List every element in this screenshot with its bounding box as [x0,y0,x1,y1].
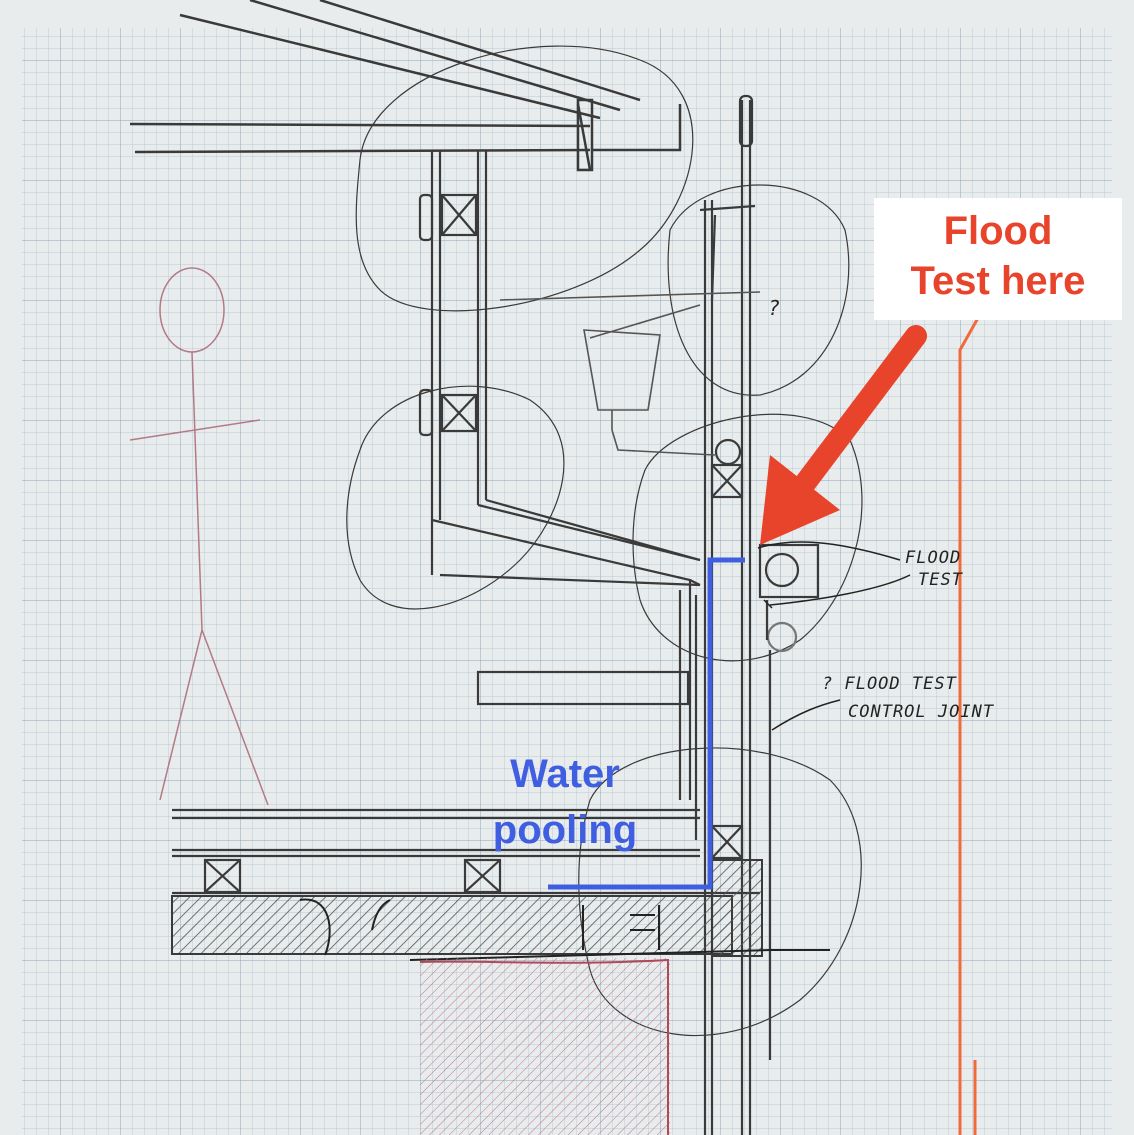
gutter-detail [499,291,761,456]
water-pooling-label-2: pooling [492,808,638,852]
note-question-mark: ? [768,296,782,320]
stick-figure [129,267,269,806]
concrete-slab [171,895,733,955]
red-pencil-ground [419,958,670,1135]
note-flood-test-line-1: FLOOD [905,548,962,568]
note-flood-joint-line-2: CONTROL JOINT [848,702,995,722]
slab-edge-block [711,859,763,957]
orange-marks [958,317,980,1135]
roof-lines [129,0,682,172]
flood-arrow-icon [760,325,927,545]
callout-line-2: Test here [910,259,1086,303]
callout-line-1: Flood [943,209,1053,253]
water-pooling-line [548,557,745,890]
flood-test-callout-text: Flood Test here [874,206,1122,306]
flood-test-callout [874,198,1122,320]
note-flood-joint-line-1: ? FLOOD TEST [822,674,957,694]
upper-wall [418,150,488,575]
note-leaders [757,541,911,731]
bench-members [172,670,760,895]
sloped-tray [431,498,701,840]
note-flood-test-line-2: TEST [918,570,963,590]
water-pooling-label-1: Water [510,752,620,796]
